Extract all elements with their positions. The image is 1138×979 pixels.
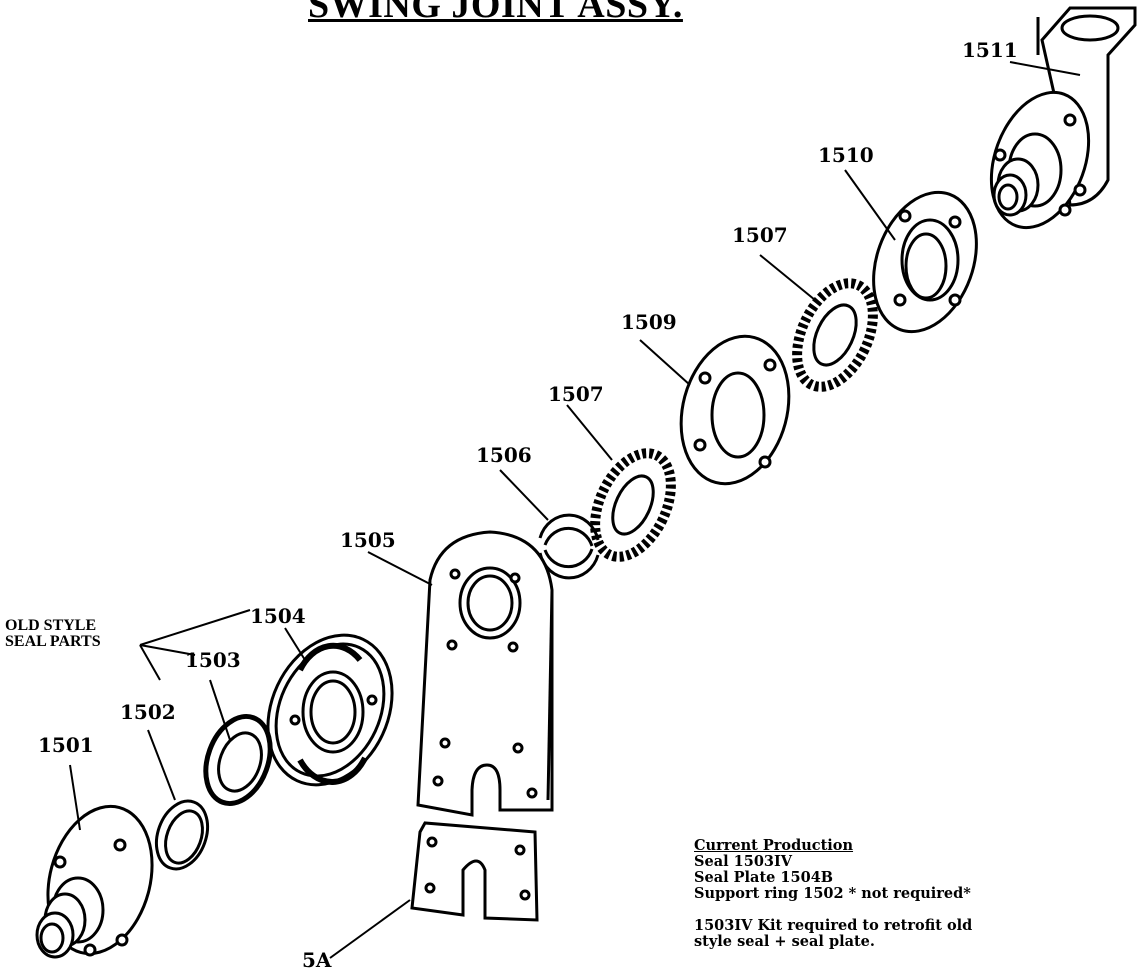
label-1511: 1511 xyxy=(962,38,1018,62)
label-1507-lower: 1507 xyxy=(548,382,604,406)
part-1505-bracket xyxy=(416,530,554,817)
part-1506-split-ring xyxy=(538,513,600,580)
note-seal: Seal 1503IV xyxy=(694,853,793,870)
label-1510: 1510 xyxy=(818,143,874,167)
part-1507-bearing-upper xyxy=(792,278,878,392)
part-1510-flange xyxy=(872,190,978,334)
label-1507-upper: 1507 xyxy=(732,223,788,247)
part-1503-seal xyxy=(203,713,273,807)
label-1503: 1503 xyxy=(185,648,241,672)
note-kit-line1: 1503IV Kit required to retrofit old xyxy=(694,917,973,934)
note-heading: Current Production xyxy=(694,837,854,854)
label-1502: 1502 xyxy=(120,700,176,724)
part-1501-hub xyxy=(35,804,154,959)
note-seal-plate: Seal Plate 1504B xyxy=(694,869,834,886)
old-style-seal-parts-label: OLD STYLE SEAL PARTS xyxy=(5,618,101,650)
current-production-note: Current Production Seal 1503IV Seal Plat… xyxy=(694,838,972,950)
part-1509-plate xyxy=(679,334,791,486)
label-5a: 5A xyxy=(302,948,332,972)
part-1502-support-ring xyxy=(154,799,210,871)
old-style-line2: SEAL PARTS xyxy=(5,633,101,650)
label-1506: 1506 xyxy=(476,443,532,467)
label-1501: 1501 xyxy=(38,733,94,757)
label-1505: 1505 xyxy=(340,528,396,552)
label-1504: 1504 xyxy=(250,604,306,628)
part-1504-seal-plate xyxy=(266,633,394,787)
old-style-line1: OLD STYLE xyxy=(5,617,97,634)
label-1509: 1509 xyxy=(621,310,677,334)
note-support-ring: Support ring 1502 * not required* xyxy=(694,885,971,902)
part-1511-elbow xyxy=(989,6,1137,230)
part-1507-bearing-lower xyxy=(590,448,676,562)
note-kit-line2: style seal + seal plate. xyxy=(694,933,875,950)
diagram-title: SWING JOINT ASSY. xyxy=(308,0,683,26)
part-5a-shim xyxy=(410,821,539,922)
